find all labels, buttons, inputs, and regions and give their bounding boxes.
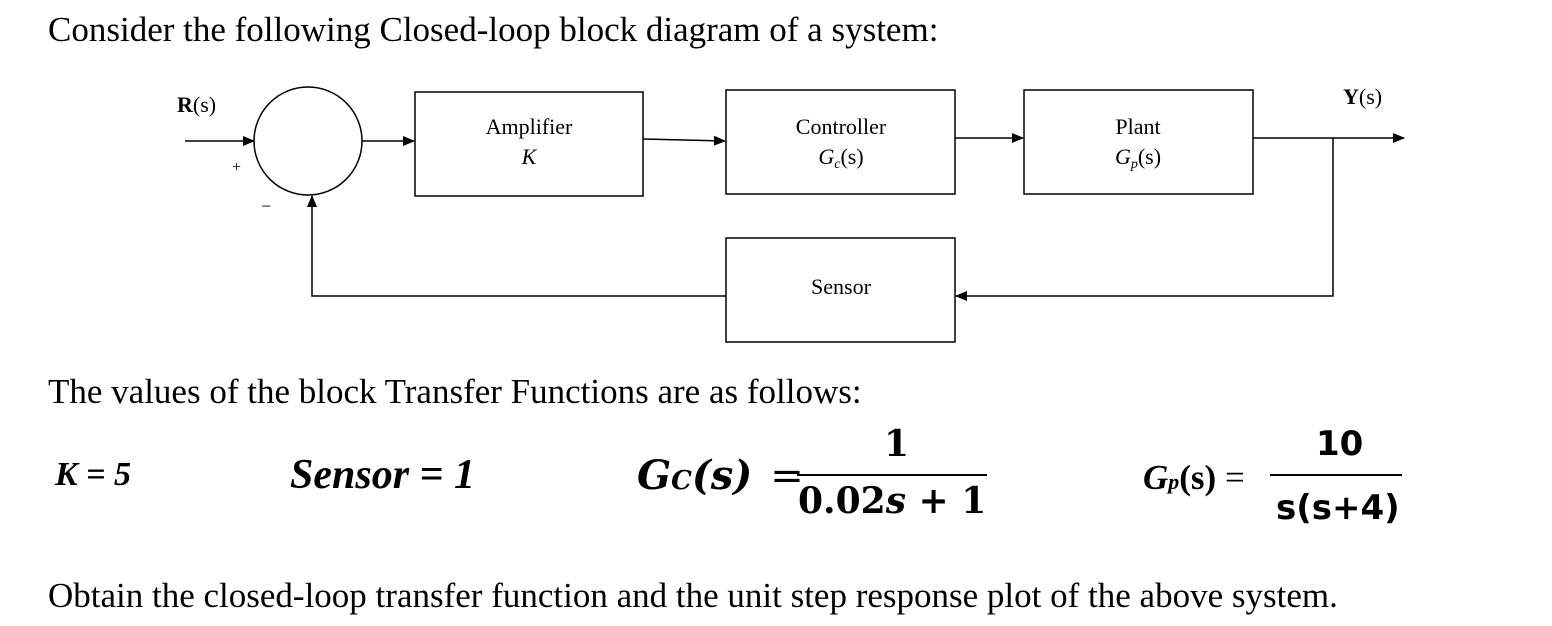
gc-fraction-line [797,474,987,476]
gc-denominator-rest: + 1 [905,480,987,522]
sensor-name: Sensor [811,274,872,299]
controller-block [725,89,956,195]
plus-sign: + [232,159,241,176]
block-diagram: R(s) + − Amplifier K Controller Gc(s) Pl… [177,84,1405,343]
minus-sign: − [261,196,271,216]
gc-lhs-main: G [637,452,672,499]
amplifier-name: Amplifier [486,114,573,139]
gc-lhs-arg: (s) [691,452,753,499]
controller-name: Controller [796,114,887,139]
k-equation-text: K = 5 [55,456,132,493]
task-text: Obtain the closed-loop transfer function… [48,576,1338,615]
amplifier-block [414,91,644,197]
output-label: Y(s) [1343,84,1382,109]
plant-block [1023,89,1254,195]
plant-symbol: Gp(s) [1115,144,1161,172]
intro-text: Consider the following Closed-loop block… [48,10,939,49]
sensor-value-equation: Sensor = 1 [290,454,475,496]
amplifier-symbol: K [521,144,538,169]
gp-numerator: 10 [1316,424,1364,464]
gp-equals: = [1224,458,1245,497]
gc-denominator-var: s [885,480,906,522]
sensor-block [725,237,956,343]
gc-lhs: GC(s) = [637,453,804,499]
feedback-return-line [307,195,726,297]
sensor-equation-text: Sensor = 1 [290,452,475,498]
gp-lhs-arg: (s) [1179,458,1217,497]
gp-lhs: Gp(s) = [1143,460,1245,495]
values-intro-text: The values of the block Transfer Functio… [48,372,862,411]
summing-junction [253,86,363,196]
input-label: R(s) [177,92,216,117]
gp-fraction-line [1270,474,1402,476]
plant-name: Plant [1115,114,1160,139]
controller-symbol: Gc(s) [818,144,863,172]
gc-lhs-sub: C [671,466,692,496]
amplifier-to-controller-line [642,135,726,146]
gp-lhs-main: G [1143,458,1169,497]
k-value-equation: K = 5 [55,458,131,492]
gc-numerator: 1 [884,423,910,465]
gc-equals: = [770,453,804,499]
gc-denominator: 0.02s + 1 [798,483,986,519]
feedback-takeoff-line [955,138,1334,301]
gp-lhs-sub: p [1168,469,1180,494]
gc-denominator-coef: 0.02 [798,480,886,522]
gp-denominator: s(s+4) [1276,488,1400,528]
